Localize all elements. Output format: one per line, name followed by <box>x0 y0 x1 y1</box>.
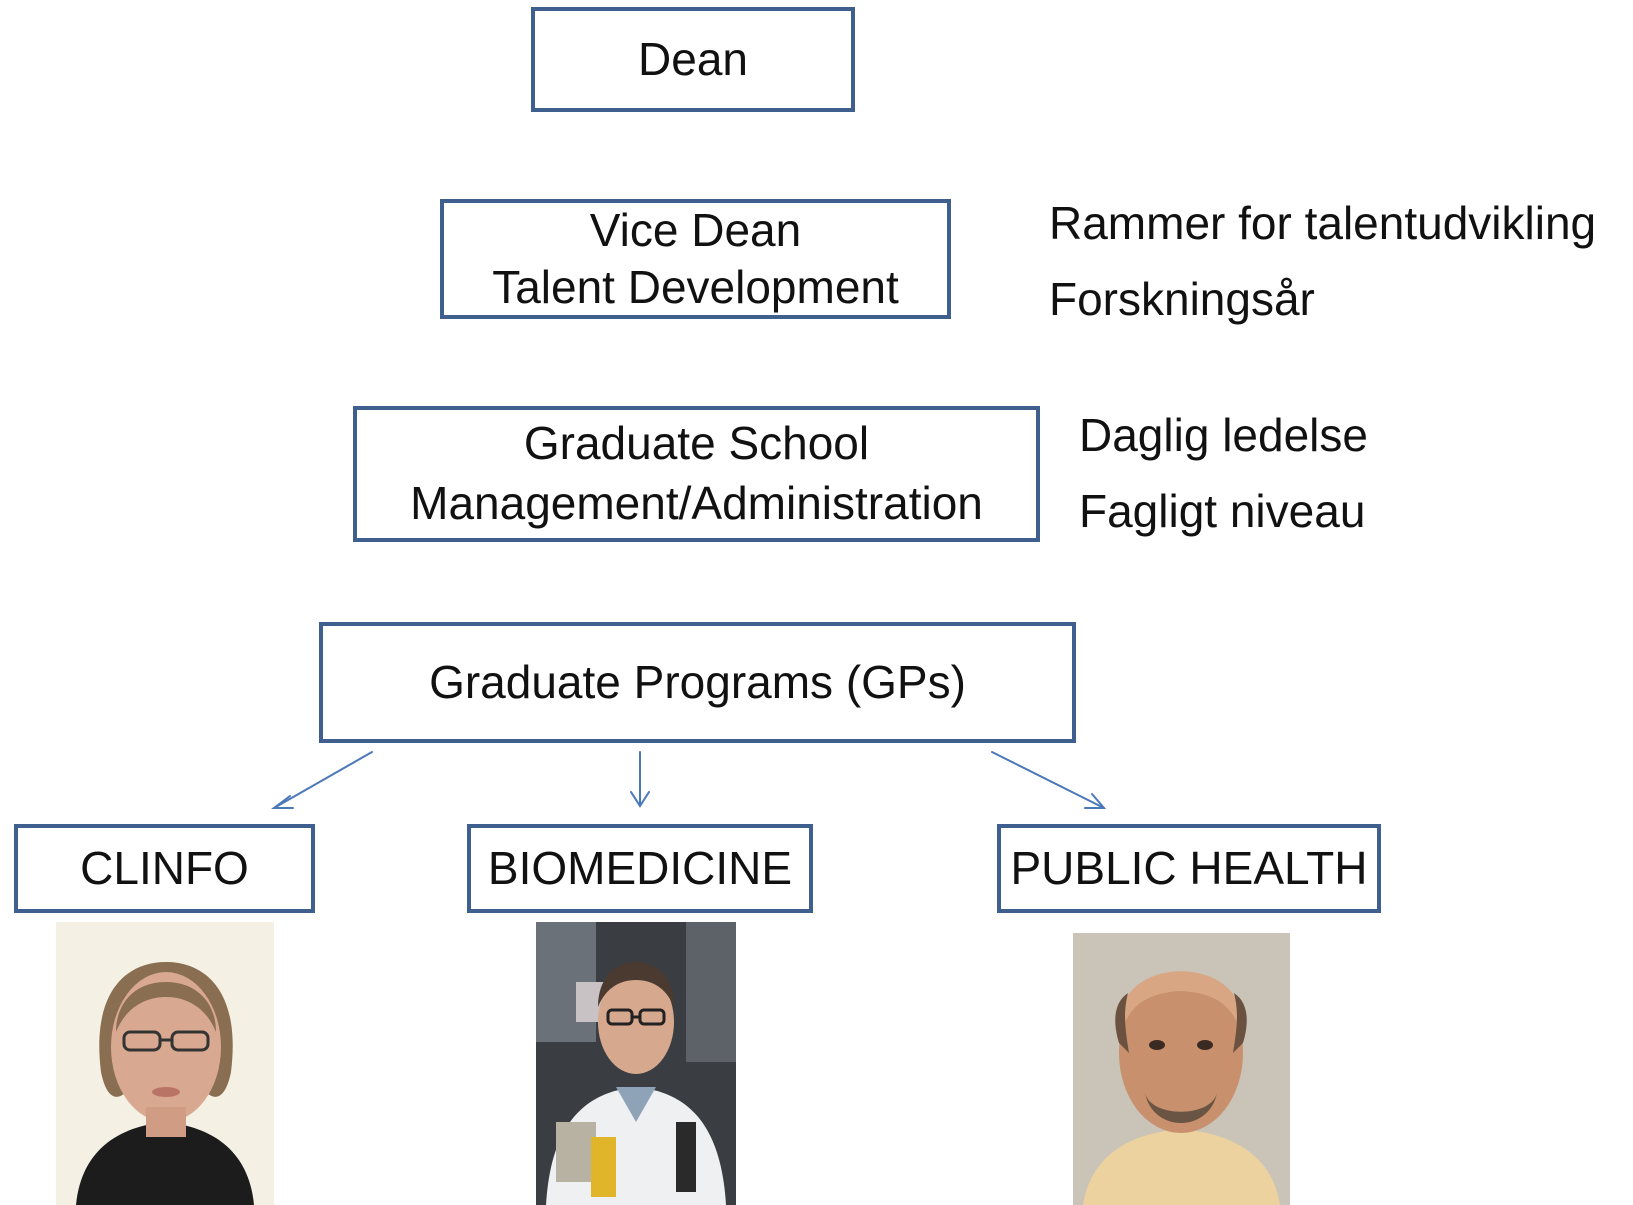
program-box-biomedicine: BIOMEDICINE <box>467 824 813 913</box>
program-label-biomedicine: BIOMEDICINE <box>487 841 793 894</box>
graduate-school-box: Graduate School Management/Administratio… <box>353 406 1040 542</box>
note-fagligt-niveau: Fagligt niveau <box>1079 485 1366 537</box>
graduate-programs-box: Graduate Programs (GPs) <box>319 622 1076 743</box>
note-rammer: Rammer for talentudvikling <box>1049 197 1597 249</box>
program-label-public-health: PUBLIC HEALTH <box>1010 841 1368 894</box>
man-portrait-icon <box>1073 933 1290 1205</box>
vice-dean-box: Vice Dean Talent Development <box>440 199 951 319</box>
graduate-school-subtitle: Management/Administration <box>410 477 983 529</box>
arrow-to-biomedicine-head <box>630 791 650 808</box>
graduate-school-title: Graduate School <box>523 417 870 470</box>
woman-portrait-icon <box>56 922 274 1205</box>
dean-label: Dean <box>638 32 748 85</box>
arrow-to-public-health <box>991 751 1105 809</box>
dean-box: Dean <box>531 7 855 112</box>
program-label-clinfo: CLINFO <box>80 841 249 894</box>
graduate-programs-label: Graduate Programs (GPs) <box>429 655 966 708</box>
vice-dean-subtitle: Talent Development <box>492 261 899 313</box>
note-forskningsar: Forskningsår <box>1049 273 1315 325</box>
program-box-clinfo: CLINFO <box>14 824 315 913</box>
arrow-to-clinfo <box>273 751 373 809</box>
note-daglig-ledelse: Daglig ledelse <box>1079 409 1368 461</box>
man-lab-portrait-icon <box>536 922 736 1205</box>
program-box-public-health: PUBLIC HEALTH <box>997 824 1381 913</box>
arrow-to-clinfo-head <box>271 795 294 809</box>
arrow-to-public-health-head <box>1084 793 1107 809</box>
vice-dean-title: Vice Dean <box>589 203 802 256</box>
